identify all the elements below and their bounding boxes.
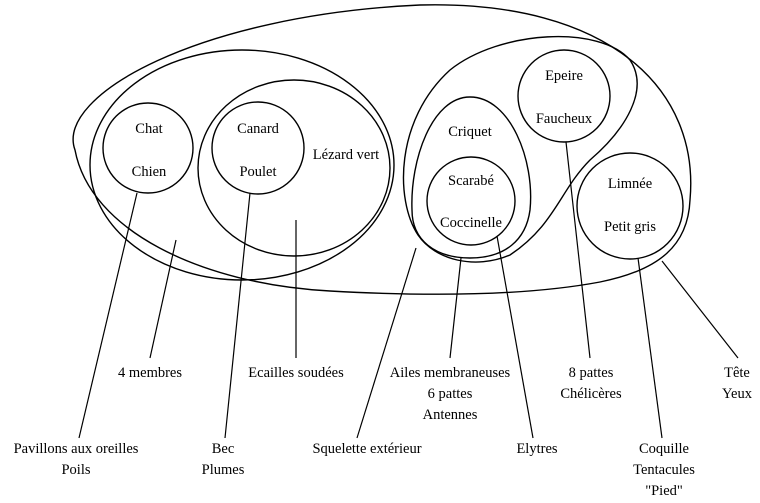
leader-elytres <box>496 235 534 439</box>
label-chien: Chien <box>132 164 167 180</box>
leader-coquille <box>637 257 663 439</box>
set-ecailles-soudees <box>197 79 391 257</box>
label-scarabe: Scarabé <box>448 173 494 189</box>
attr-pavillons-2: Poils <box>61 462 90 478</box>
attr-4-membres: 4 membres <box>118 365 182 381</box>
label-faucheux: Faucheux <box>536 111 593 127</box>
attr-pavillons-1: Pavillons aux oreilles <box>14 441 139 457</box>
attr-coquille-3: "Pied" <box>645 483 683 499</box>
label-coccinelle: Coccinelle <box>440 215 502 231</box>
attr-ailes-3: Antennes <box>423 407 478 423</box>
attr-8-pattes-2: Chélicères <box>560 386 622 402</box>
set-squelette-exterieur <box>402 35 638 263</box>
attr-squelette: Squelette extérieur <box>312 441 421 457</box>
attr-8-pattes-1: 8 pattes <box>569 365 614 381</box>
set-tete-yeux <box>72 4 692 296</box>
set-8-pattes <box>517 49 611 143</box>
attr-ailes-2: 6 pattes <box>428 386 473 402</box>
leader-squelette <box>356 247 417 439</box>
label-petit-gris: Petit gris <box>604 219 656 235</box>
label-lezard: Lézard vert <box>313 147 379 163</box>
set-4-membres <box>89 49 395 281</box>
leader-pavillons <box>78 192 138 439</box>
leader-ailes <box>449 257 462 359</box>
set-bec-plumes <box>211 101 305 195</box>
set-coquille <box>576 152 684 260</box>
attr-bec-2: Plumes <box>202 462 245 478</box>
attr-elytres: Elytres <box>516 441 557 457</box>
label-limnee: Limnée <box>608 176 652 192</box>
attr-coquille-1: Coquille <box>639 441 689 457</box>
leader-4-membres <box>149 239 177 359</box>
leader-8-pattes <box>565 141 591 359</box>
attr-bec-1: Bec <box>212 441 235 457</box>
attr-tete-2: Yeux <box>722 386 753 402</box>
set-elytres <box>426 156 516 246</box>
label-canard: Canard <box>237 121 280 137</box>
attr-coquille-2: Tentacules <box>633 462 695 478</box>
label-criquet: Criquet <box>448 124 492 140</box>
label-chat: Chat <box>135 121 162 137</box>
label-poulet: Poulet <box>239 164 276 180</box>
label-epeire: Epeire <box>545 68 583 84</box>
set-ailes-membraneuses <box>411 96 532 259</box>
attr-ailes-1: Ailes membraneuses <box>390 365 511 381</box>
leader-tete <box>661 260 739 359</box>
set-pavillons-poils <box>102 102 194 194</box>
leader-bec <box>224 192 251 439</box>
attr-ecailles: Ecailles soudées <box>248 365 344 381</box>
attr-tete-1: Tête <box>724 365 750 381</box>
